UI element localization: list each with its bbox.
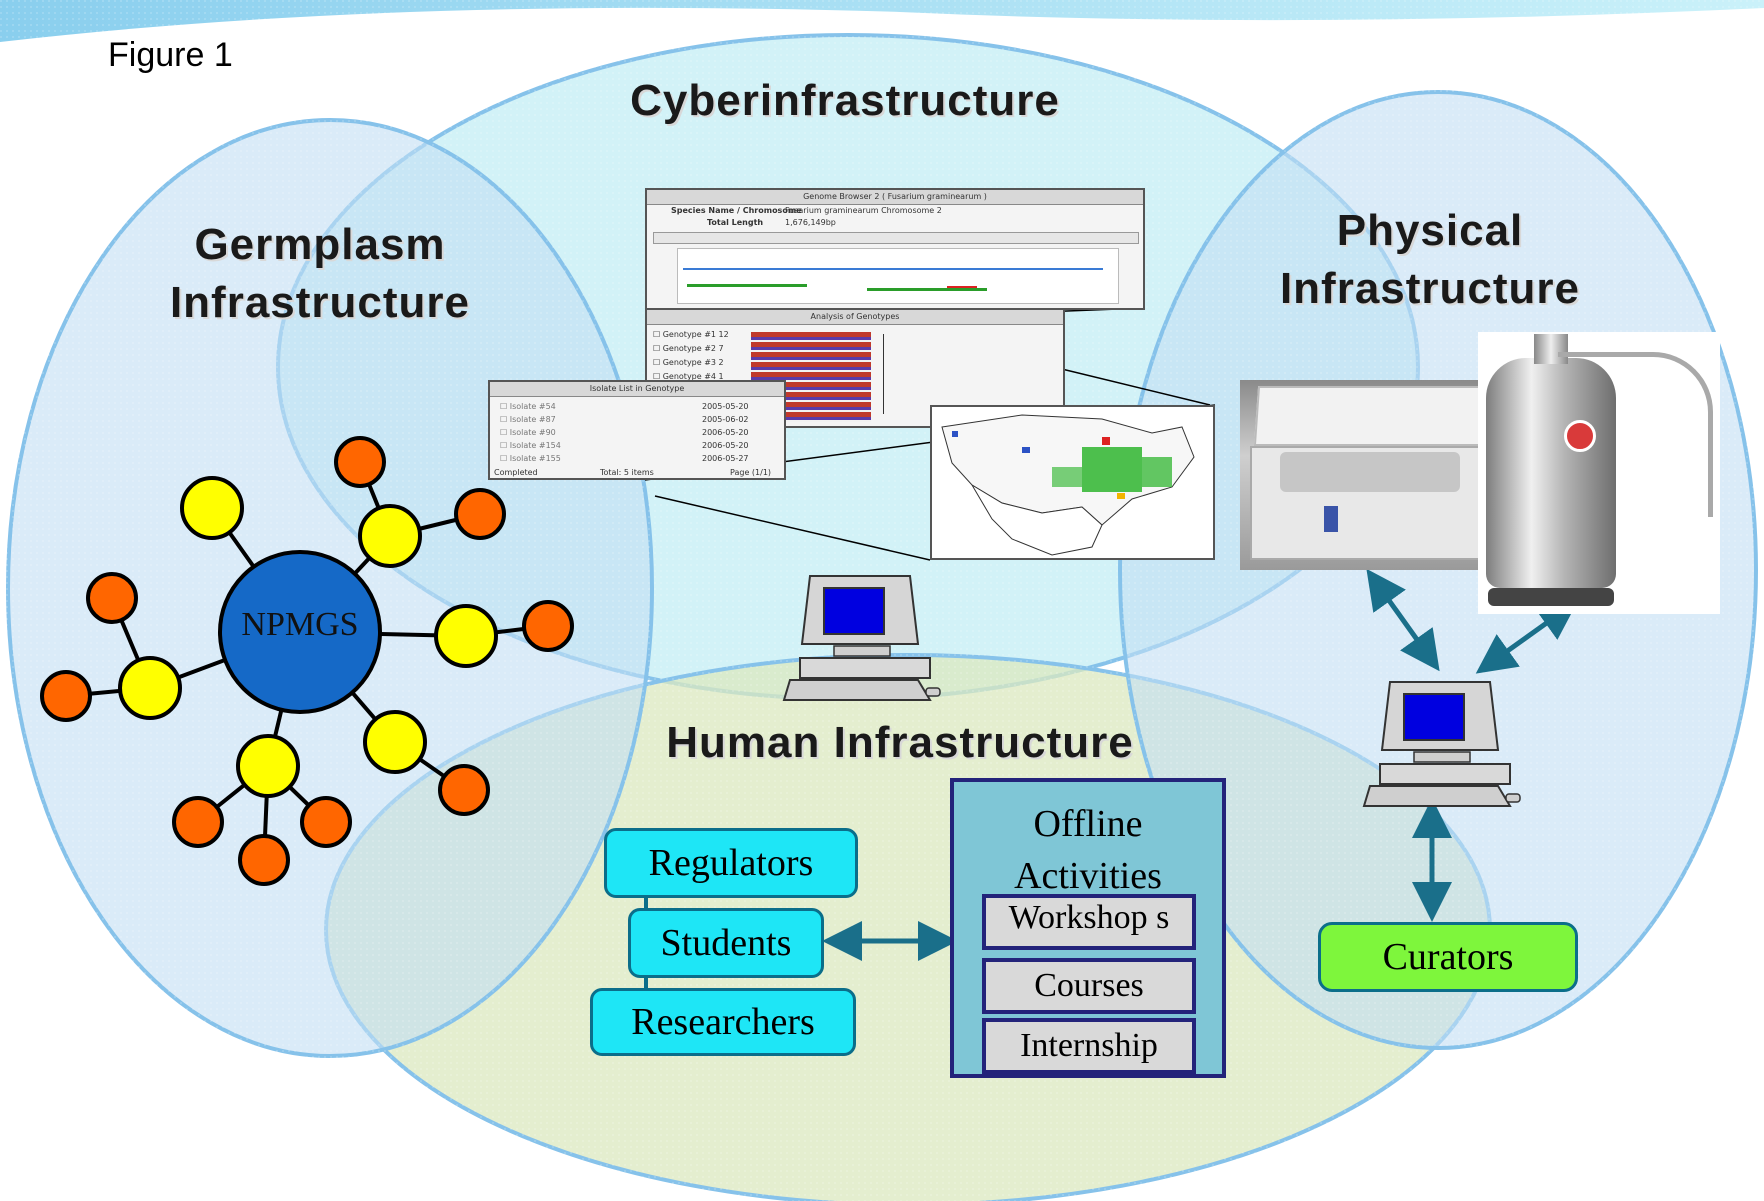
genotype-row: ☐ Genotype #3 2	[653, 358, 724, 367]
genotype-row: ☐ Genotype #4 1	[653, 372, 724, 381]
internship-activity: Internship	[982, 1018, 1196, 1074]
isolate-date: 2006-05-20	[702, 441, 749, 450]
tank-computer-arrow	[1475, 600, 1579, 674]
isolate-row: ☐ Isolate #154	[500, 441, 561, 450]
liquid-nitrogen-tank-photo	[1478, 332, 1720, 614]
isolate-row: ☐ Isolate #54	[500, 402, 556, 411]
isolate-footer-mid: Total: 5 items	[600, 468, 654, 477]
isolate-row: ☐ Isolate #155	[500, 454, 561, 463]
branch-node	[358, 504, 422, 568]
branch-node	[434, 604, 498, 668]
isolate-date: 2005-05-20	[702, 402, 749, 411]
offline-activities-title: Offline Activities	[954, 798, 1222, 902]
isolate-date: 2006-05-27	[702, 454, 749, 463]
regulators-box: Regulators	[604, 828, 858, 898]
leaf-node	[40, 670, 92, 722]
isolate-row: ☐ Isolate #87	[500, 415, 556, 424]
branch-node	[236, 734, 300, 798]
physical-label-line1: Physical	[1336, 206, 1524, 255]
leaf-node	[86, 572, 138, 624]
leaf-node	[334, 436, 386, 488]
leaf-node	[300, 796, 352, 848]
isolate-list: ☐ Isolate #54 2005-05-20 ☐ Isolate #87 2005…	[492, 398, 784, 468]
germplasm-label-line1: Germplasm	[194, 220, 446, 269]
germplasm-label-line2: Infrastructure	[169, 278, 471, 327]
isolate-row: ☐ Isolate #90	[500, 428, 556, 437]
researchers-box: Researchers	[590, 988, 856, 1056]
branch-node	[180, 476, 244, 540]
isolate-footer-right: Page (1/1)	[730, 468, 772, 477]
courses-activity: Courses	[982, 958, 1196, 1014]
map-graphic	[941, 414, 1195, 556]
npmgs-hub-node	[218, 550, 382, 714]
leaf-node	[238, 834, 290, 886]
human-infrastructure-label: Human Infrastructure	[666, 718, 1134, 767]
leaf-node	[522, 600, 574, 652]
isolate-date: 2006-05-20	[702, 428, 749, 437]
genome-browser-title: Genome Browser 2 ( Fusarium graminearum …	[647, 190, 1143, 205]
genotype-row: ☐ Genotype #2 7	[653, 344, 724, 353]
npmgs-label: NPMGS	[241, 606, 359, 643]
physical-label-line2: Infrastructure	[1279, 264, 1581, 313]
students-box: Students	[628, 908, 824, 978]
network-nodes	[40, 436, 574, 886]
isolate-list-window: Isolate List in Genotype ☐ Isolate #54 20…	[488, 380, 786, 480]
total-length-value: 1,676,149bp	[785, 218, 836, 227]
leaf-node	[454, 488, 506, 540]
us-map-window	[930, 405, 1215, 560]
freezer-computer-arrow	[1366, 568, 1440, 672]
offline-title-line1: Offline	[1033, 803, 1143, 845]
isolate-date: 2005-06-02	[702, 415, 749, 424]
branch-node	[118, 656, 182, 720]
leaf-node	[438, 764, 490, 816]
isolate-title: Isolate List in Genotype	[490, 382, 784, 397]
curators-box: Curators	[1318, 922, 1578, 992]
analysis-title: Analysis of Genotypes	[647, 310, 1063, 325]
genome-browser-window: Genome Browser 2 ( Fusarium graminearum …	[645, 188, 1145, 310]
species-value: Fusarium graminearum Chromosome 2	[785, 206, 942, 215]
figure-label: Figure 1	[108, 36, 233, 74]
computer-icon	[1362, 681, 1521, 807]
workshops-activity: Workshop s	[982, 894, 1196, 950]
computer-icon	[782, 575, 941, 701]
offline-activities-panel: Offline Activities Workshop s Courses In…	[950, 778, 1226, 1078]
isolate-footer-left: Completed	[494, 468, 538, 477]
total-length-label: Total Length	[707, 218, 764, 227]
genotype-row: ☐ Genotype #1 12	[653, 330, 729, 339]
branch-node	[363, 710, 427, 774]
species-label: Species Name / Chromosome	[671, 206, 802, 215]
leaf-node	[172, 796, 224, 848]
cyberinfrastructure-label: Cyberinfrastructure	[630, 76, 1060, 125]
freezer-photo	[1240, 380, 1498, 570]
offline-title-line2: Activities	[1014, 855, 1162, 897]
